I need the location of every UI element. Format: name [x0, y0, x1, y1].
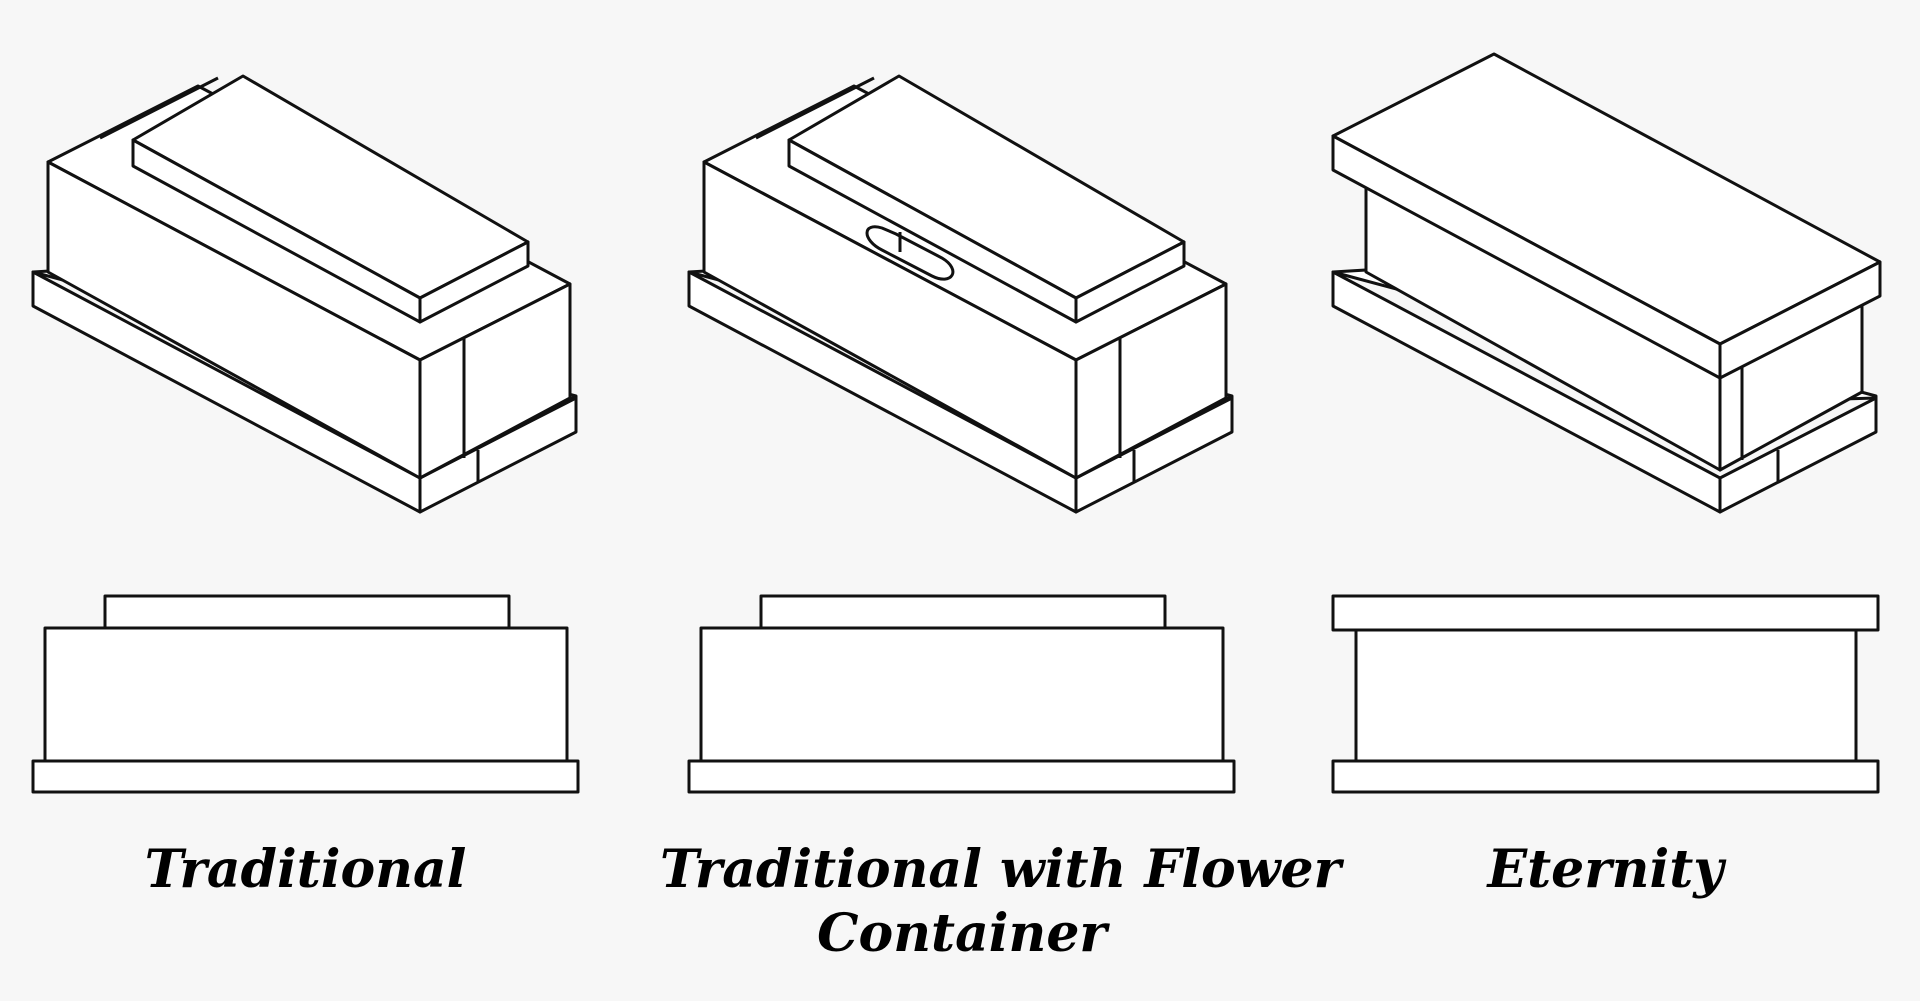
- traditional-body-side: [418, 282, 572, 480]
- traditional-isometric-view: [31, 74, 578, 514]
- flower-body-side: [1074, 282, 1228, 480]
- eternity-elev-base: [1331, 759, 1880, 794]
- caption-traditional-flower-line-1: Traditional with Flower: [660, 839, 1341, 900]
- traditional-elev-base: [31, 759, 580, 794]
- flower-elev-cap: [759, 594, 1167, 630]
- traditional-cap-side: [418, 240, 530, 324]
- eternity-base-side: [1718, 396, 1878, 514]
- eternity-elev-body: [1354, 628, 1858, 763]
- traditional-elev-body: [43, 626, 569, 763]
- caption-traditional-line-1: Traditional: [144, 839, 467, 900]
- traditional-elev-cap: [103, 594, 511, 630]
- traditional-flower-isometric-view: [687, 74, 1234, 514]
- flower-base-side: [1074, 396, 1234, 514]
- traditional-base-side: [418, 396, 578, 514]
- flower-upper-step: [755, 76, 875, 140]
- eternity-isometric-view: [1331, 52, 1882, 514]
- caption-traditional-flower-line-2: Container: [817, 903, 1107, 964]
- flower-elev-body: [699, 626, 1225, 763]
- eternity-front-view: [1331, 594, 1880, 794]
- traditional-front-view: [31, 594, 580, 794]
- eternity-cap-side: [1718, 260, 1882, 380]
- caption-eternity-line-1: Eternity: [1487, 839, 1724, 900]
- traditional-flower-front-view: [687, 594, 1236, 794]
- flower-cap-side: [1074, 240, 1186, 324]
- eternity-elev-cap: [1331, 594, 1880, 632]
- caption-traditional: Traditional: [33, 838, 578, 902]
- caption-eternity: Eternity: [1333, 838, 1878, 902]
- flower-container-opening: [865, 225, 955, 281]
- caption-traditional-flower: Traditional with Flower Container: [660, 838, 1341, 966]
- flower-elev-base: [687, 759, 1236, 794]
- traditional-upper-step: [99, 76, 219, 140]
